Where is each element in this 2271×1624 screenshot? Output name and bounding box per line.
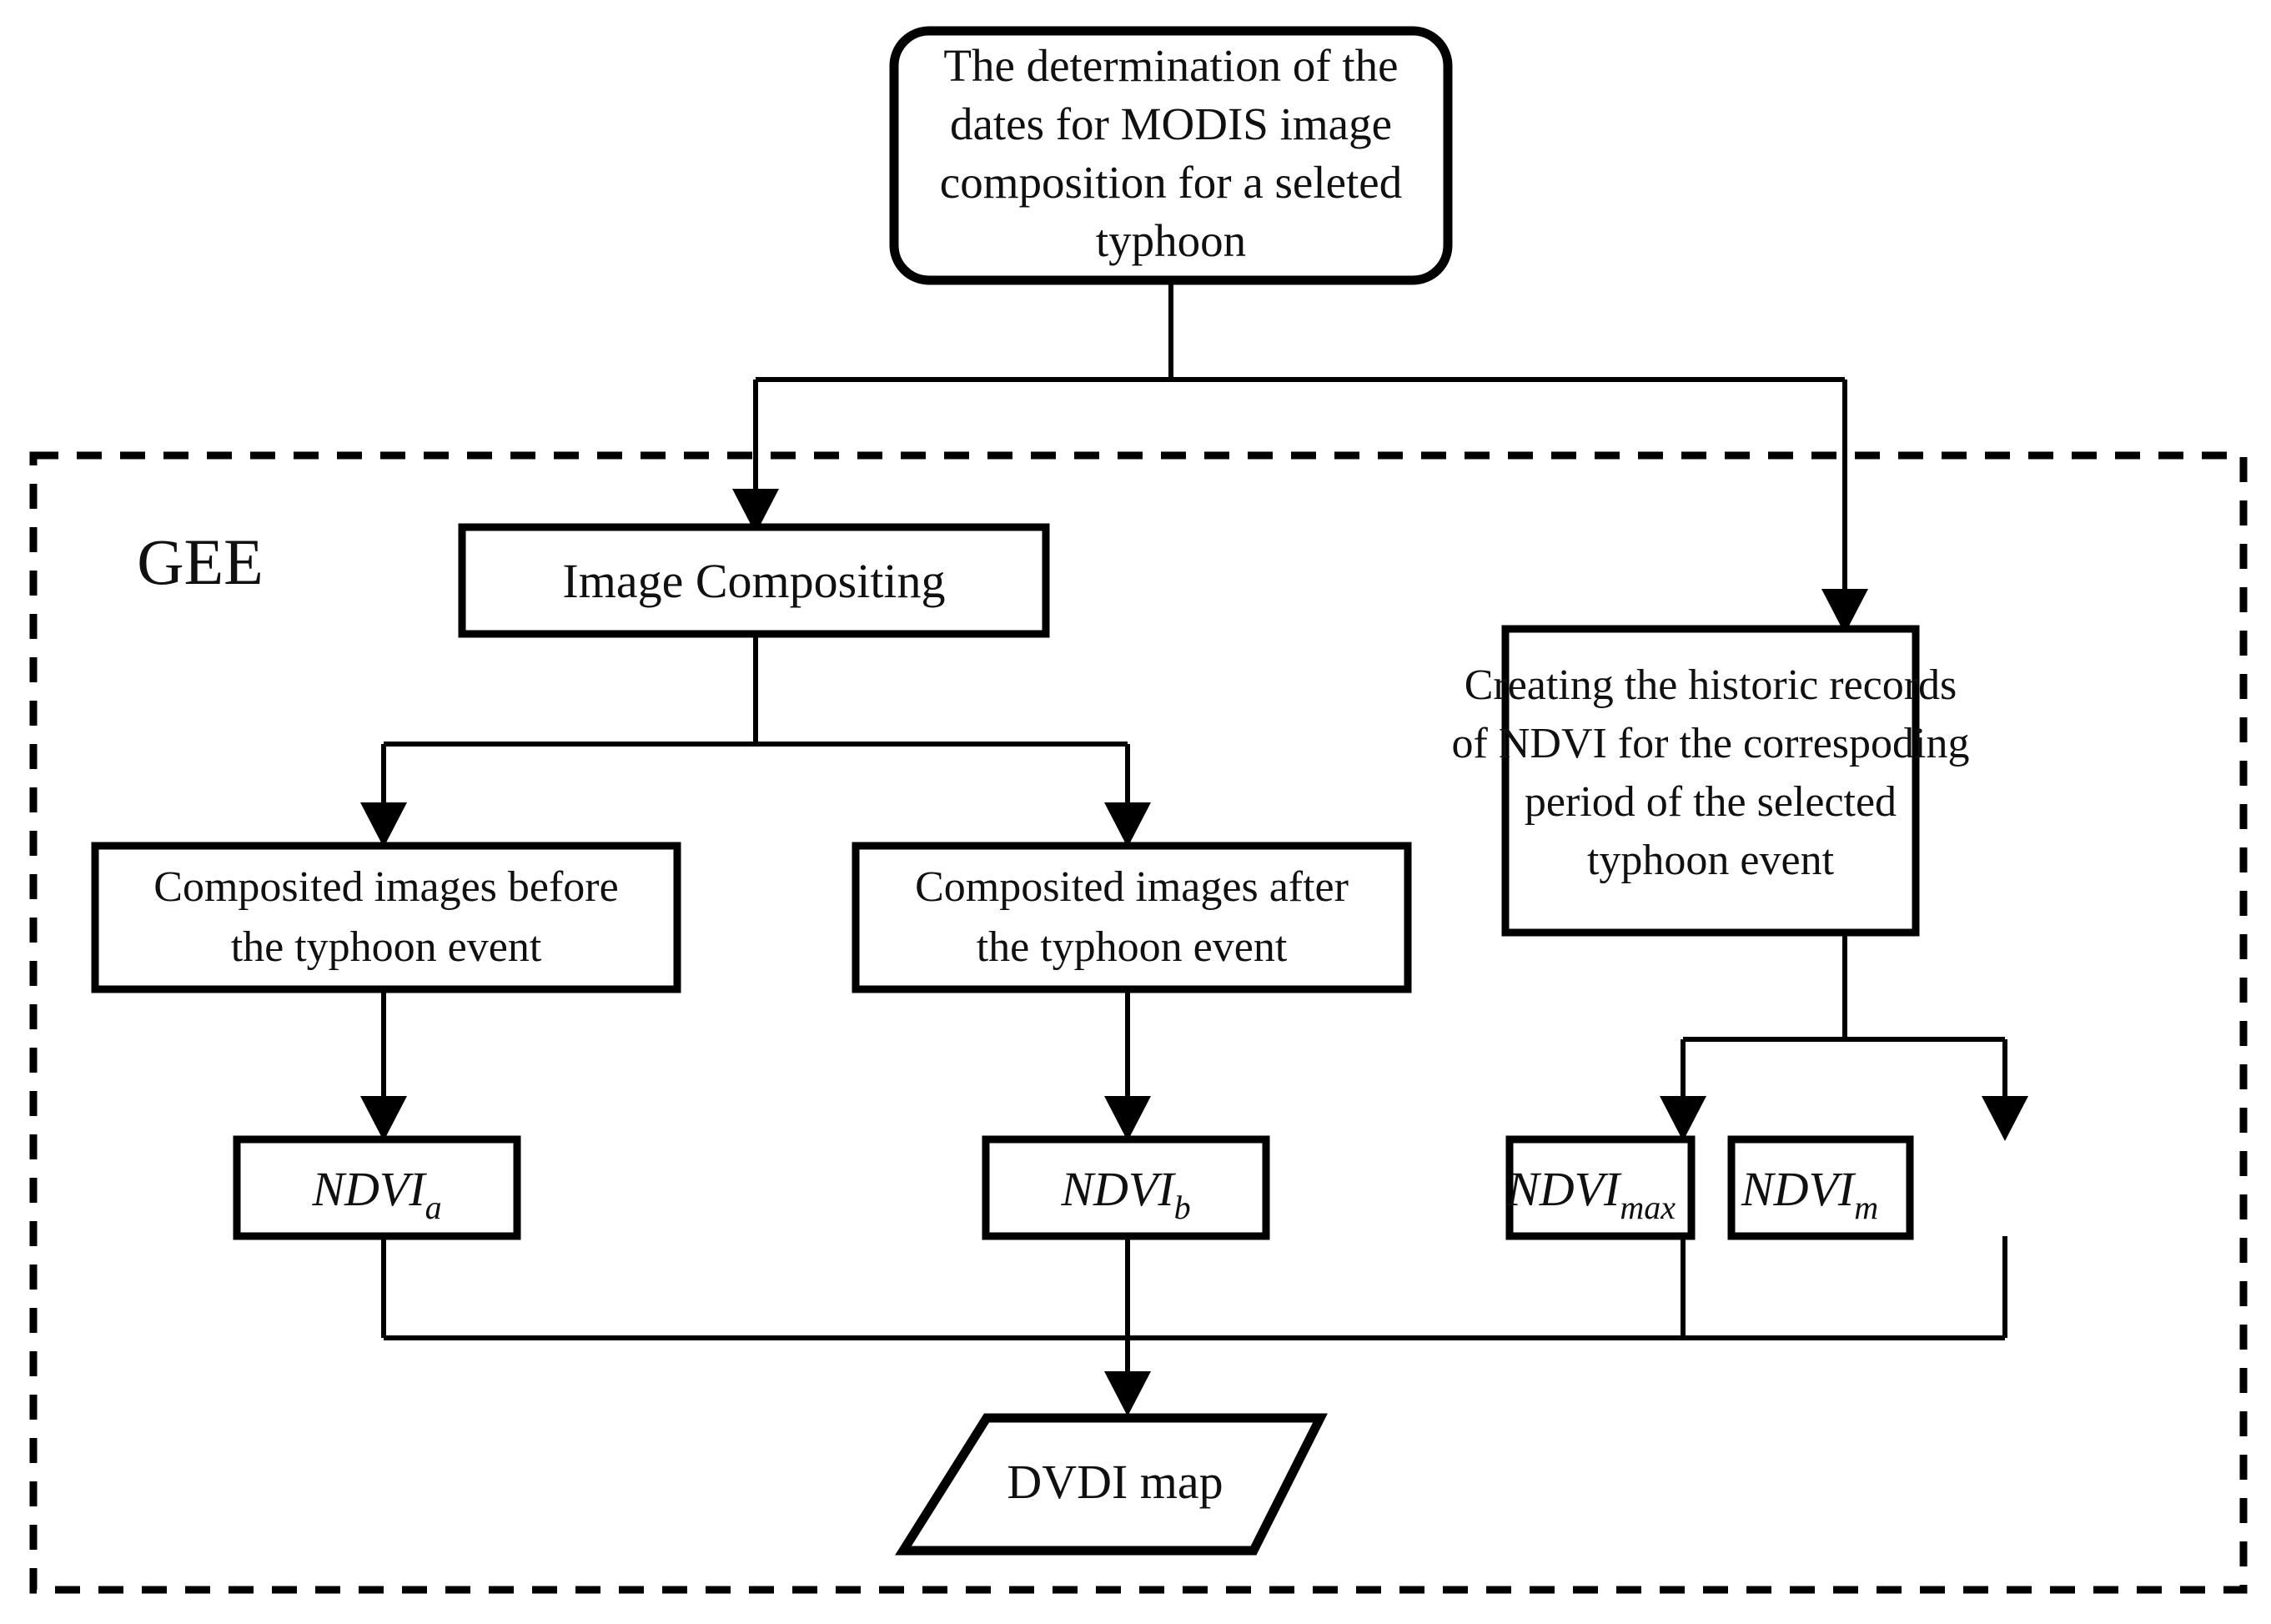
ndvi-base: NDVI (311, 1162, 427, 1216)
ndvi-base: NDVI (1506, 1162, 1622, 1216)
node-text-line: typhoon event (1587, 837, 1835, 884)
arrowhead-composited-after (1104, 802, 1151, 847)
node-border (982, 1135, 1270, 1240)
node-text-ndvi-max: NDVImax (1506, 1162, 1676, 1226)
arrowhead-ndvi-m (1982, 1096, 2028, 1141)
ndvi-base: NDVI (1060, 1162, 1176, 1216)
ndvi-subscript: a (425, 1189, 442, 1226)
node-text-line: typhoon (1096, 215, 1246, 266)
node-border (1501, 625, 1920, 937)
node-composited-images-before[interactable]: Composited images before the typhoon eve… (91, 842, 681, 993)
ndvi-subscript: max (1620, 1189, 1676, 1226)
node-ndvi-m[interactable]: NDVIm (1727, 1135, 1914, 1240)
node-border (1727, 1135, 1914, 1240)
arrowhead-composited-before (360, 802, 407, 847)
node-text-line: Creating the historic records (1465, 661, 1957, 709)
arrowhead-dvdi-map (1104, 1371, 1151, 1416)
node-image-compositing[interactable]: Image Compositing (458, 523, 1050, 638)
node-text-line: the typhoon event (231, 923, 542, 971)
node-text-line: period of the selected (1525, 778, 1897, 826)
node-text-ndvi-m: NDVIm (1741, 1162, 1878, 1226)
node-text-line: composition for a seleted (940, 157, 1402, 208)
node-ndvi-a[interactable]: NDVIa (233, 1135, 521, 1240)
node-text-line: The determination of the (943, 40, 1398, 91)
arrowhead-historic-records (1821, 589, 1868, 634)
node-text-line: Composited images after (915, 863, 1349, 911)
node-border (91, 842, 681, 993)
node-ndvi-max[interactable]: NDVImax (1505, 1135, 1696, 1240)
node-historic-records-ndvi[interactable]: Creating the historic records of NDVI fo… (1452, 625, 1970, 937)
node-dvdi-map[interactable]: DVDI map (895, 1413, 1328, 1556)
ndvi-subscript: b (1174, 1189, 1191, 1226)
gee-container-label: GEE (137, 525, 264, 598)
node-composited-images-after[interactable]: Composited images after the typhoon even… (852, 842, 1412, 993)
node-border (852, 842, 1412, 993)
arrowhead-image-compositing (732, 489, 779, 534)
arrowhead-ndvi-max (1660, 1096, 1706, 1141)
node-text-line: Image Compositing (562, 554, 945, 608)
node-text-line: dates for MODIS image (950, 98, 1392, 149)
node-border (1505, 1135, 1696, 1240)
node-border (458, 523, 1050, 638)
node-determination-dates[interactable]: The determination of the dates for MODIS… (889, 26, 1453, 285)
node-text-line: of NDVI for the correspoding (1452, 720, 1970, 767)
arrowhead-ndvi-b (1104, 1096, 1151, 1141)
ndvi-base: NDVI (1741, 1162, 1856, 1216)
node-border (895, 1413, 1328, 1556)
node-text-ndvi-b: NDVIb (1060, 1162, 1190, 1226)
node-ndvi-b[interactable]: NDVIb (982, 1135, 1270, 1240)
node-text-line: DVDI map (1007, 1455, 1223, 1509)
arrowhead-ndvi-a (360, 1096, 407, 1141)
node-border (889, 26, 1453, 285)
node-text-line: the typhoon event (977, 923, 1288, 971)
ndvi-subscript: m (1854, 1189, 1878, 1226)
node-text-ndvi-a: NDVIa (311, 1162, 441, 1226)
node-border (233, 1135, 521, 1240)
gee-container-border (29, 451, 2248, 1594)
node-text-line: Composited images before (153, 863, 618, 911)
